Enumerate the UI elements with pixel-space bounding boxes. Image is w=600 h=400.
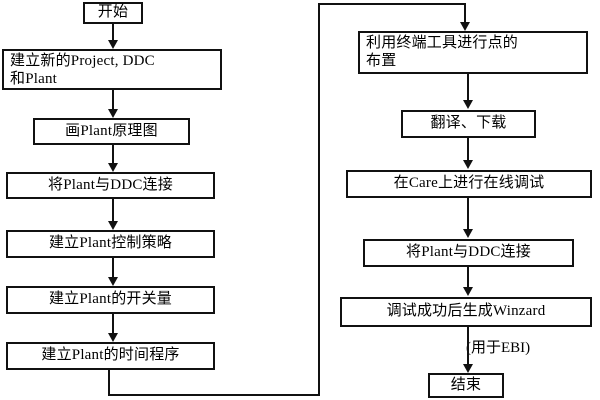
node-generate-winzard[interactable]: 调试成功后生成Winzard xyxy=(340,297,592,327)
node-terminal-points[interactable]: 利用终端工具进行点的 布置 xyxy=(358,31,588,74)
node-control-strategy-label: 建立Plant控制策略 xyxy=(48,235,173,252)
ebi-note-label: (用于EBI) xyxy=(466,340,531,356)
node-draw-plant-label: 画Plant原理图 xyxy=(65,122,158,139)
connector-terminal-points-to-translate-download xyxy=(467,74,469,100)
arrowhead-care-online-debug xyxy=(463,160,473,169)
node-connect-plant-ddc-2[interactable]: 将Plant与DDC连接 xyxy=(363,239,574,267)
node-terminal-points-label: 利用终端工具进行点的 布置 xyxy=(366,35,519,69)
arrowhead-time-program xyxy=(108,333,118,342)
node-end-label: 结束 xyxy=(450,376,482,393)
node-time-program-label: 建立Plant的时间程序 xyxy=(41,347,180,364)
node-time-program[interactable]: 建立Plant的时间程序 xyxy=(6,342,215,370)
node-connect-plant-ddc[interactable]: 将Plant与DDC连接 xyxy=(6,172,215,199)
node-control-strategy[interactable]: 建立Plant控制策略 xyxy=(6,230,215,258)
node-switch-values-label: 建立Plant的开关量 xyxy=(48,291,173,308)
connector-connect-plant-ddc-to-control-strategy xyxy=(112,199,114,221)
connector-time-program-down xyxy=(108,370,110,396)
arrowhead-connect-plant-ddc xyxy=(108,163,118,172)
connector-create-project-to-draw-plant xyxy=(112,90,114,109)
arrowhead-generate-winzard xyxy=(463,287,473,296)
node-start[interactable]: 开始 xyxy=(83,2,143,24)
connector-translate-download-to-care-online-debug xyxy=(467,138,469,161)
connector-generate-winzard-to-end xyxy=(467,327,469,365)
node-switch-values[interactable]: 建立Plant的开关量 xyxy=(6,286,215,314)
arrowhead-switch-values xyxy=(108,277,118,286)
connector-care-online-debug-to-connect-plant-ddc-2 xyxy=(467,198,469,230)
connector-start-to-create-project xyxy=(112,24,114,41)
arrowhead-translate-download xyxy=(463,100,473,109)
connector-control-strategy-to-switch-values xyxy=(112,258,114,278)
node-connect-plant-ddc-label: 将Plant与DDC连接 xyxy=(48,176,173,193)
node-generate-winzard-label: 调试成功后生成Winzard xyxy=(386,303,546,320)
arrowhead-end xyxy=(463,364,473,373)
connector-right-vertical-up xyxy=(318,3,320,396)
connector-draw-plant-to-connect-plant-ddc xyxy=(112,145,114,164)
arrowhead-terminal-points xyxy=(460,22,470,31)
node-create-project-label: 建立新的Project, DDC 和Plant xyxy=(10,53,155,87)
connector-connect-plant-ddc-2-to-generate-winzard xyxy=(467,267,469,288)
node-care-online-debug-label: 在Care上进行在线调试 xyxy=(393,175,545,192)
node-translate-download-label: 翻译、下载 xyxy=(430,115,507,132)
node-end[interactable]: 结束 xyxy=(428,373,504,398)
arrowhead-connect-plant-ddc-2 xyxy=(463,229,473,238)
arrowhead-draw-plant xyxy=(108,109,118,118)
node-create-project[interactable]: 建立新的Project, DDC 和Plant xyxy=(2,49,222,90)
connector-top-horizontal xyxy=(318,3,466,5)
node-connect-plant-ddc-2-label: 将Plant与DDC连接 xyxy=(406,244,531,261)
node-draw-plant[interactable]: 画Plant原理图 xyxy=(33,118,190,145)
connector-into-terminal-points xyxy=(464,3,466,23)
connector-bottom-horizontal xyxy=(108,394,320,396)
node-care-online-debug[interactable]: 在Care上进行在线调试 xyxy=(346,170,592,198)
connector-switch-values-to-time-program xyxy=(112,314,114,334)
arrowhead-create-project xyxy=(108,40,118,49)
node-start-label: 开始 xyxy=(97,4,129,21)
node-translate-download[interactable]: 翻译、下载 xyxy=(401,110,536,138)
arrowhead-control-strategy xyxy=(108,221,118,230)
